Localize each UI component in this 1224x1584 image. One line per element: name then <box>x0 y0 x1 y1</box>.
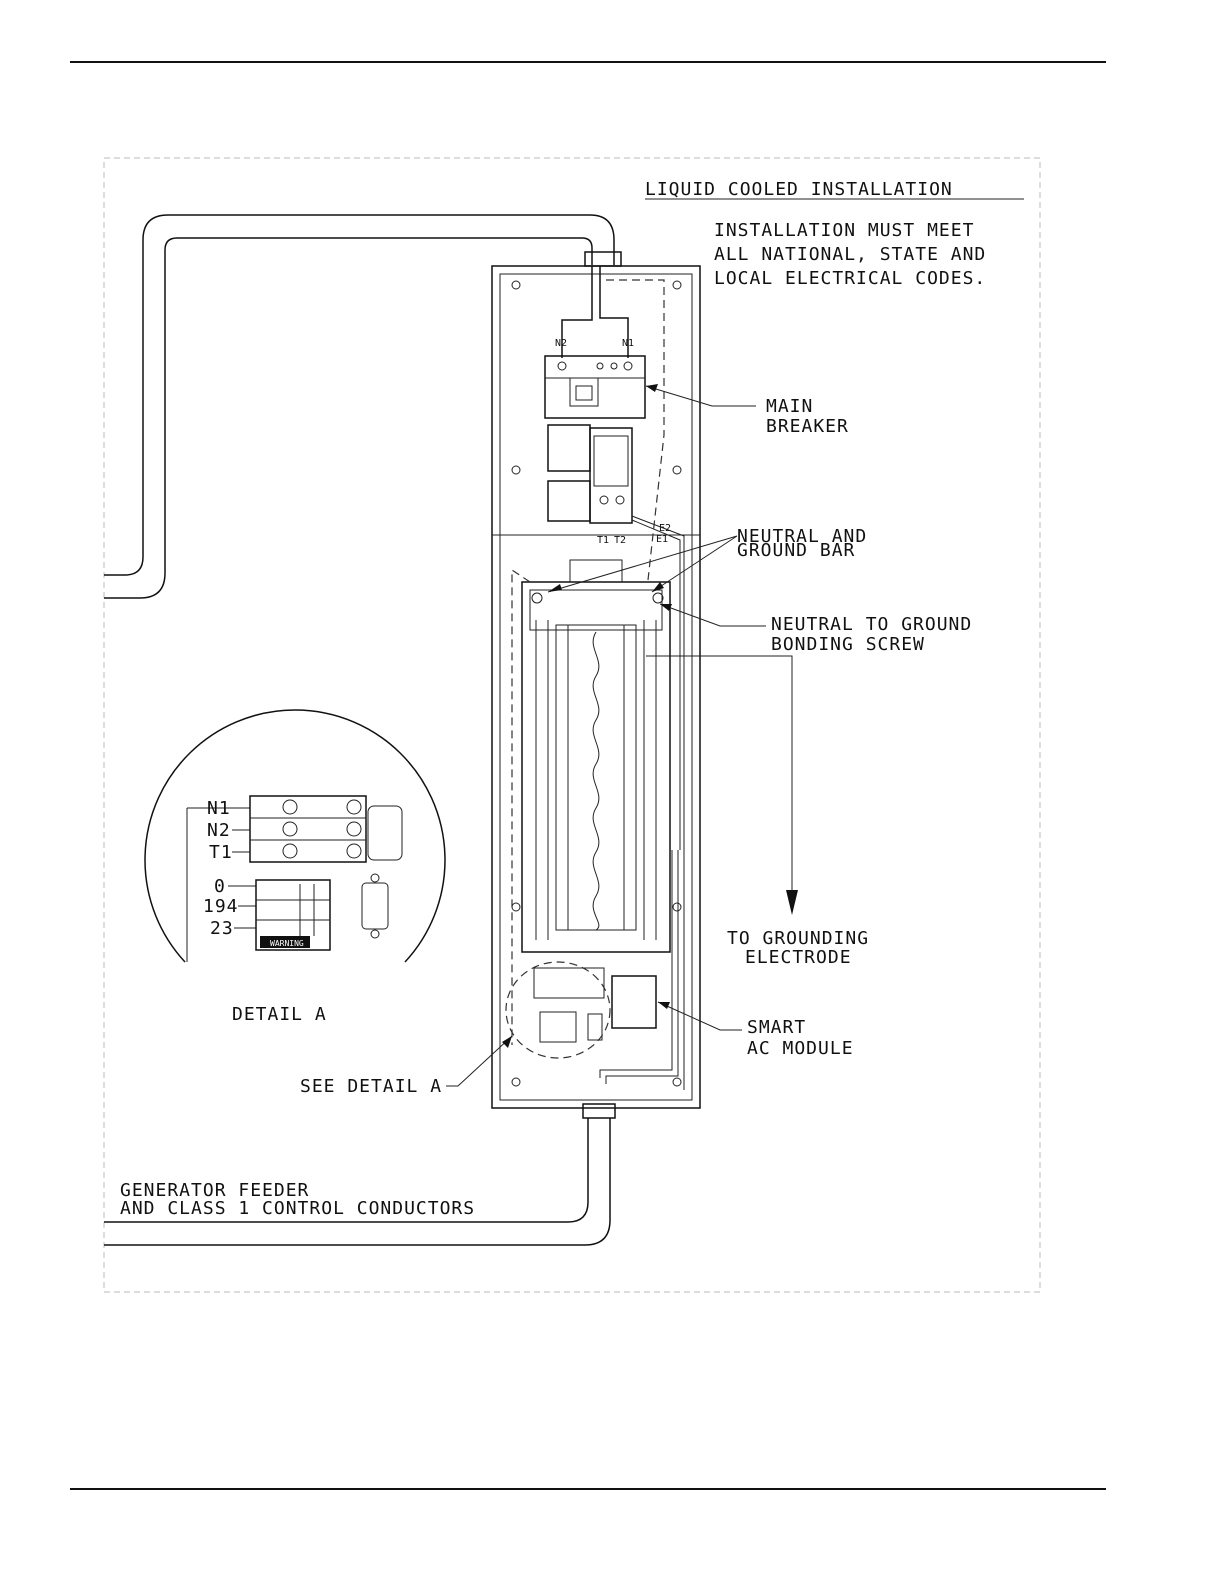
detail-label-194: 194 <box>203 896 239 917</box>
diagram-title: LIQUID COOLED INSTALLATION <box>645 179 953 200</box>
smart-ac-module-label-1: SMART <box>747 1017 806 1038</box>
neutral-ground-bar-label-1: NEUTRAL AND <box>737 526 867 547</box>
neutral-bar-leaders <box>547 535 738 593</box>
main-breaker-label-2: BREAKER <box>766 416 849 437</box>
n1-conductor <box>599 266 629 358</box>
detail-a-wires <box>186 807 256 962</box>
see-detail-label: SEE DETAIL A <box>300 1076 442 1097</box>
grounding-electrode-label-1: TO GROUNDING <box>727 928 869 949</box>
grounding-electrode-arrow <box>786 890 798 915</box>
see-detail-arrow <box>502 1036 512 1048</box>
dashed-left-run <box>511 568 531 1045</box>
bonding-screw-arrow <box>660 604 672 611</box>
detail-label-0: 0 <box>214 876 226 897</box>
load-center <box>521 559 671 953</box>
grounding-electrode-conductor <box>646 655 793 895</box>
codes-note-line-1: INSTALLATION MUST MEET <box>714 220 974 241</box>
lower-conduit-fitting <box>582 1103 616 1119</box>
detail-label-n1: N1 <box>207 798 231 819</box>
terminal-t1-label: T1 <box>597 535 609 546</box>
n2-conductor <box>561 266 593 358</box>
terminal-t2-label: T2 <box>614 535 626 546</box>
bonding-screw-label-2: BONDING SCREW <box>771 634 925 655</box>
main-breaker <box>544 355 646 419</box>
header-rule <box>70 61 1106 63</box>
detail-terminal-block-bottom <box>255 873 389 951</box>
enclosure <box>491 265 701 1109</box>
terminal-n2-label: N2 <box>555 338 567 349</box>
upper-conduit-inner <box>104 237 593 599</box>
bonding-screw-label-1: NEUTRAL TO GROUND <box>771 614 972 635</box>
smart-ac-module-label-2: AC MODULE <box>747 1038 854 1059</box>
panel-terminal-blocks <box>533 967 605 1043</box>
enclosure-inner <box>499 273 693 1101</box>
module-wiring <box>599 850 679 1084</box>
detail-a-zone <box>505 961 611 1059</box>
smart-ac-module <box>611 975 657 1029</box>
lower-conduit-inner <box>104 1118 611 1246</box>
detail-warning-label: WARNING <box>270 939 304 948</box>
detail-a-title: DETAIL A <box>232 1004 327 1025</box>
upper-conduit-fitting <box>584 251 622 267</box>
feeder-label-1: GENERATOR FEEDER <box>120 1180 309 1201</box>
detail-warning-box <box>260 936 310 948</box>
smart-module-leader <box>657 1001 742 1031</box>
detail-label-t1: T1 <box>209 842 233 863</box>
main-breaker-leader <box>645 385 756 407</box>
main-breaker-arrow <box>646 384 658 392</box>
bonding-screw-leader <box>659 603 766 627</box>
detail-terminal-block-top <box>249 795 403 863</box>
detail-a-circle <box>144 709 446 963</box>
ground-dashed-conductor <box>606 279 665 581</box>
e-conductors <box>631 515 685 1090</box>
feeder-label-2: AND CLASS 1 CONTROL CONDUCTORS <box>120 1198 475 1219</box>
transfer-switch <box>547 424 633 524</box>
terminal-n1-label: N1 <box>622 338 634 349</box>
terminal-e1-label: E1 <box>656 534 668 545</box>
neutral-ground-bar-label-2: GROUND BAR <box>737 540 855 561</box>
detail-label-n2: N2 <box>207 820 231 841</box>
footer-rule <box>70 1488 1106 1490</box>
grounding-electrode-label-2: ELECTRODE <box>745 947 852 968</box>
detail-label-23: 23 <box>210 918 234 939</box>
smart-module-arrow <box>658 1002 670 1009</box>
main-breaker-label-1: MAIN <box>766 396 813 417</box>
lower-conduit-outer <box>104 1118 589 1223</box>
upper-conduit-outer <box>104 214 615 576</box>
see-detail-leader <box>446 1035 513 1087</box>
drawing-border <box>103 157 1041 1293</box>
codes-note-line-2: ALL NATIONAL, STATE AND <box>714 244 986 265</box>
codes-note-line-3: LOCAL ELECTRICAL CODES. <box>714 268 986 289</box>
